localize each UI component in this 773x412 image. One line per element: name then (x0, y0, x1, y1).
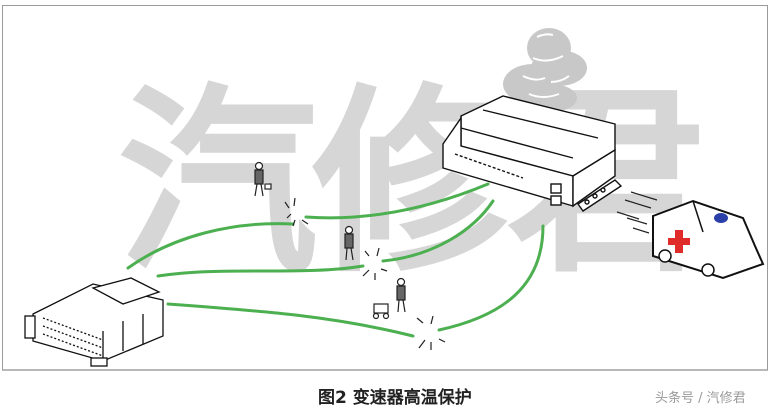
tcu-module-icon (24, 277, 164, 367)
figure-caption: 图2 变速器高温保护 (318, 388, 472, 408)
figure-frame: 汽修君 (2, 5, 768, 371)
watermark-text: 汽修君 (118, 67, 706, 300)
illustration (24, 28, 765, 367)
wire-harness (126, 182, 545, 338)
spark-icons (284, 197, 446, 350)
ambulance-icon (616, 191, 765, 280)
source-credit: 头条号 / 汽修君 (655, 391, 746, 406)
pedestrian-icons (254, 161, 406, 320)
ecu-module-icon (442, 95, 623, 212)
